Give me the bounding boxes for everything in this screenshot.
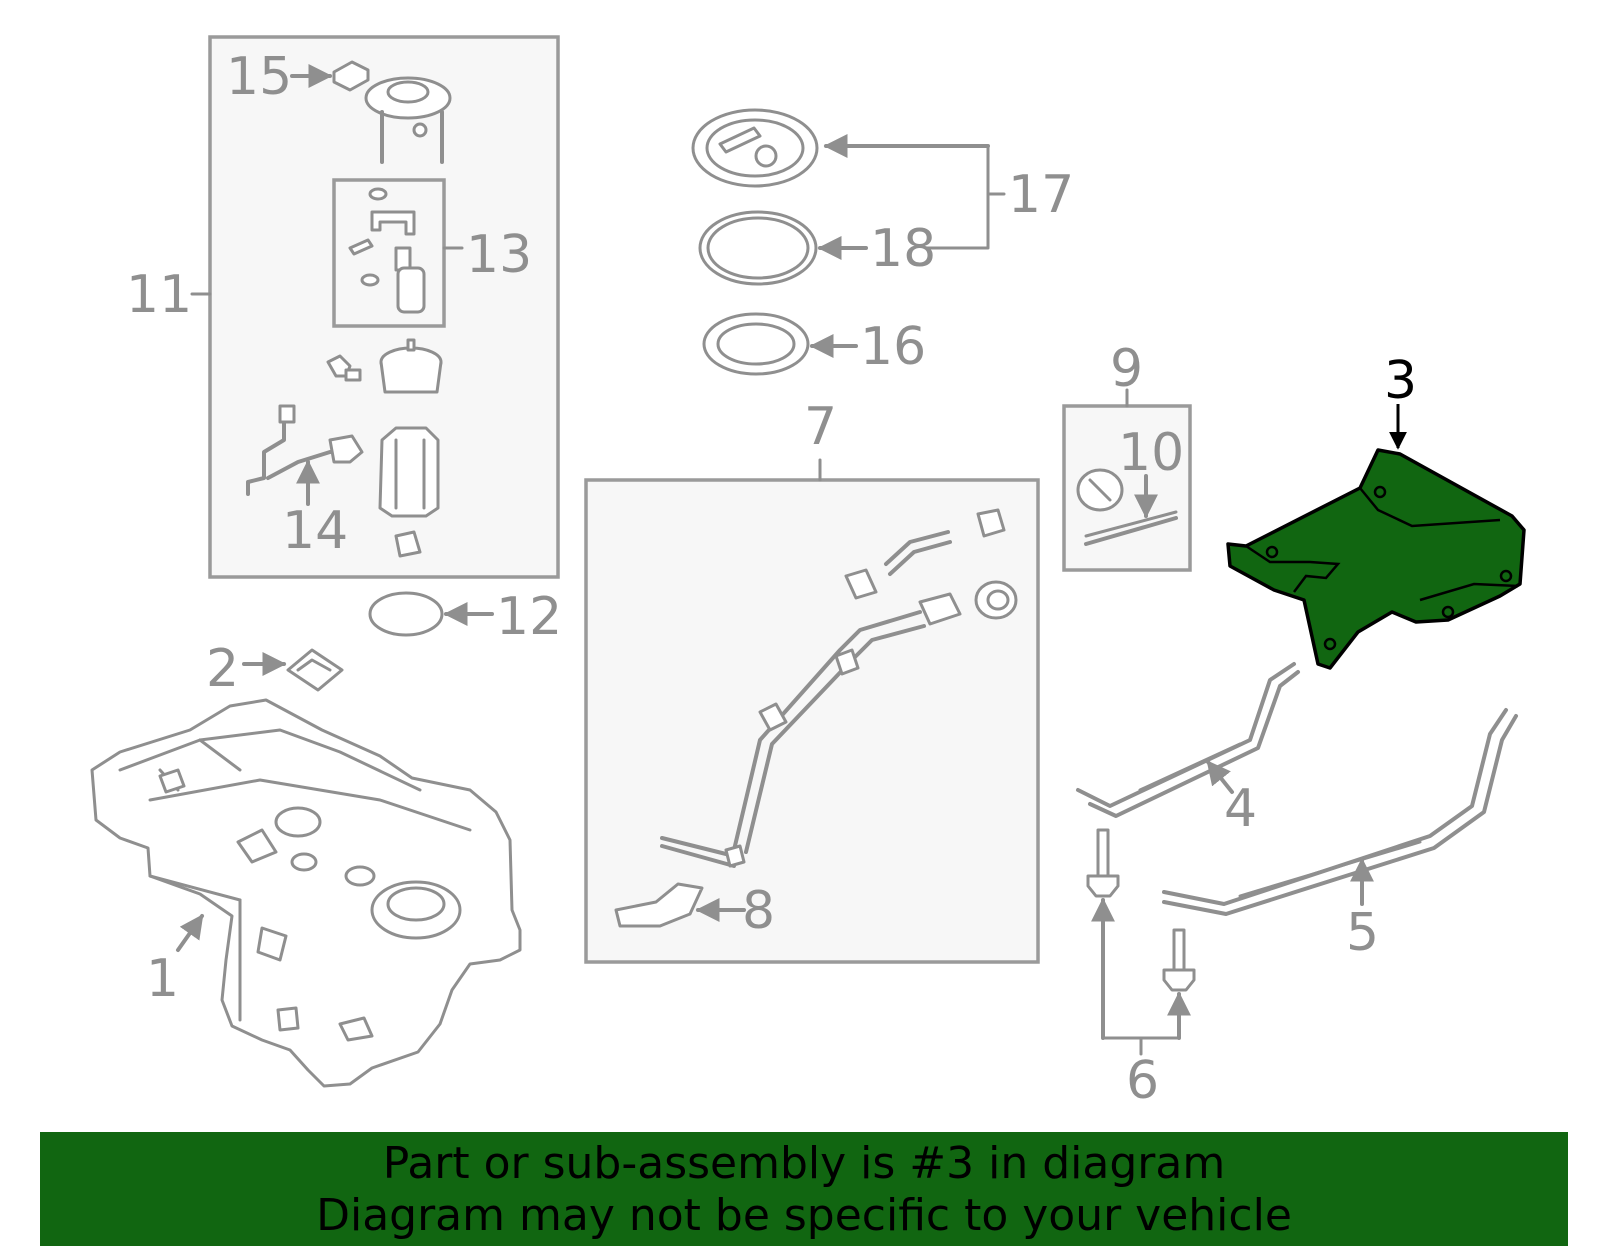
label-4: 4 [1224,779,1257,839]
label-13: 13 [466,225,532,285]
part-15-connector [290,60,370,92]
part-pump-flange [364,76,452,164]
label-15: 15 [226,47,292,107]
label-16: 16 [860,317,926,377]
part-5-strap [1162,708,1518,916]
part-fuel-cap [1076,468,1124,512]
part-filler-pipe [660,508,1018,868]
part-16-lock-ring [702,312,858,376]
part-8-hose [614,882,746,928]
label-5: 5 [1346,903,1379,963]
part-14-harness [246,404,364,506]
label-9: 9 [1110,339,1143,399]
label-8: 8 [742,881,775,941]
part-10-tether [1084,474,1178,546]
banner-line-2: Diagram may not be specific to your vehi… [316,1190,1292,1241]
label-10: 10 [1118,423,1184,483]
banner-line-1: Part or sub-assembly is #3 in diagram [382,1138,1226,1189]
label-1: 1 [146,949,179,1009]
label-3[interactable]: 3 [1384,351,1417,411]
part-6-bolts [1086,828,1196,1056]
part-3-heat-shield[interactable] [1226,404,1526,670]
group-box-7 [584,458,1040,964]
part-13-kit [348,187,426,314]
label-12: 12 [496,587,562,647]
label-17: 17 [1008,165,1074,225]
group-box-11 [190,35,560,579]
part-pump-body [326,338,443,558]
label-2: 2 [206,639,239,699]
part-12-o-ring [368,591,494,637]
label-7: 7 [804,397,837,457]
label-11: 11 [126,265,192,325]
part-18-gasket [698,210,868,286]
label-18: 18 [870,219,936,279]
part-17-cover [691,108,990,188]
part-4-strap [1076,662,1300,818]
label-14: 14 [282,501,348,561]
info-banner: Part or sub-assembly is #3 in diagram Di… [40,1132,1568,1246]
part-2-pad [242,648,344,692]
part-1-fuel-tank [90,698,522,1088]
label-6: 6 [1126,1051,1159,1111]
leader-17-bracket [924,144,1006,250]
